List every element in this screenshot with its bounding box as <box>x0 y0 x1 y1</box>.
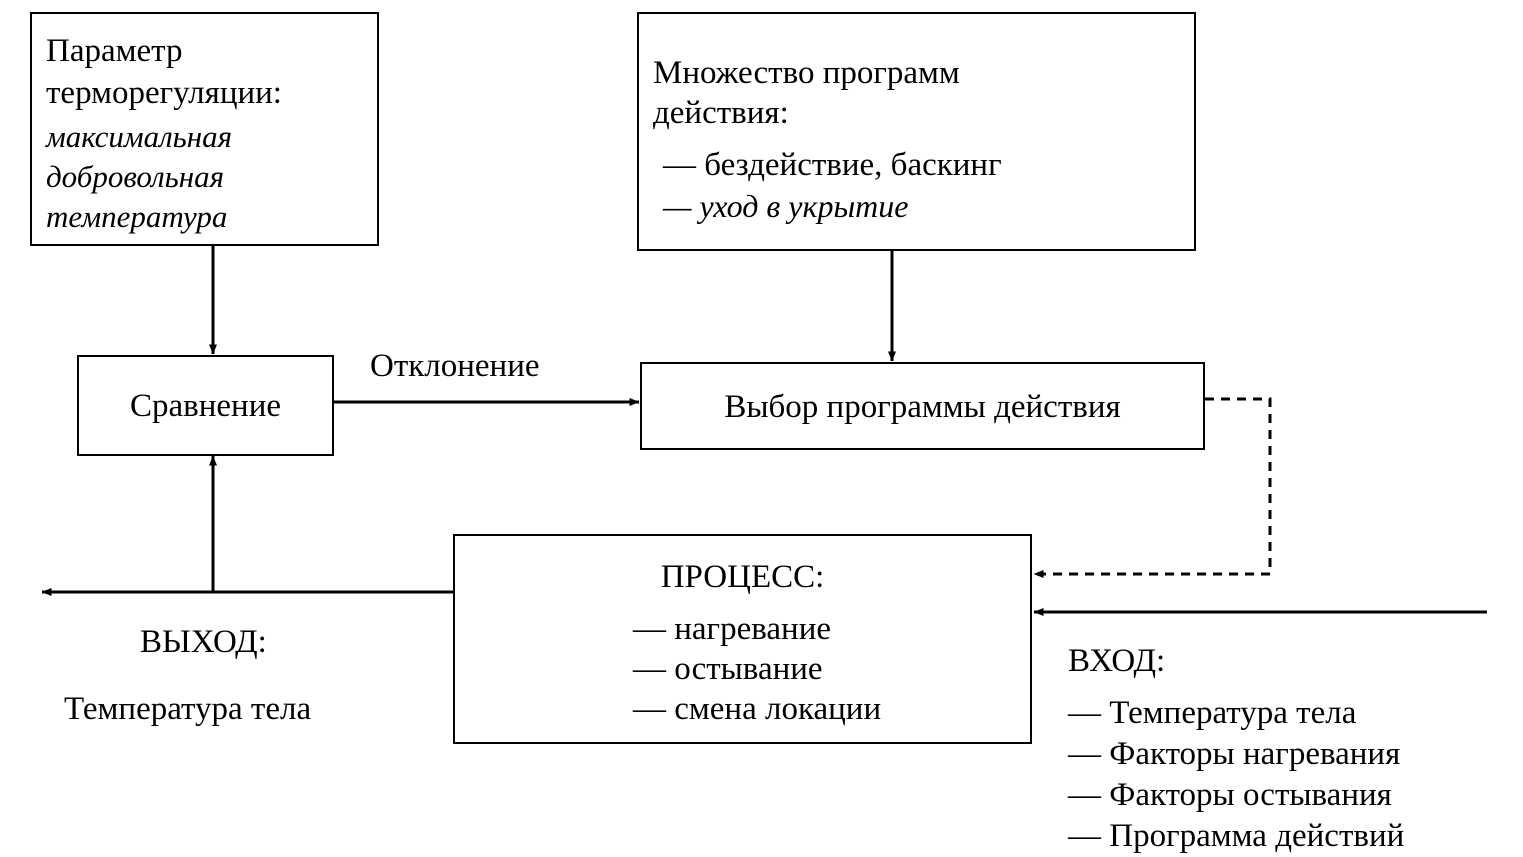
parameter-heading-line2: терморегуляции: <box>46 75 282 111</box>
parameter-italic-line2: добровольная <box>46 159 225 194</box>
label-output-value: Температура тела <box>64 691 312 727</box>
label-input-item-1: — Температура тела <box>1068 695 1357 731</box>
parameter-heading-line1: Параметр <box>46 33 183 69</box>
programs-heading-line1: Множество программ <box>653 55 960 91</box>
process-item-3: — смена локации <box>633 691 882 727</box>
programs-heading-line2: действия: <box>653 95 789 131</box>
parameter-italic-line3: температура <box>46 199 228 234</box>
parameter-italic-line1: максимальная <box>46 119 233 154</box>
programs-item-2: — уход в укрытие <box>663 188 909 224</box>
box-process: ПРОЦЕСС: — нагревание — остывание — смен… <box>453 534 1032 744</box>
label-input-item-2: — Факторы нагревания <box>1068 736 1401 772</box>
label-input-item-4: — Программа действий <box>1068 818 1405 854</box>
label-deviation: Отклонение <box>370 348 540 384</box>
box-action-programs-set: Множество программ действия: — бездейств… <box>637 12 1196 251</box>
label-input-item-3: — Факторы остывания <box>1068 777 1392 813</box>
label-output-heading: ВЫХОД: <box>140 624 267 660</box>
process-item-2: — остывание <box>633 651 823 687</box>
process-heading: ПРОЦЕСС: <box>660 559 825 595</box>
box-comparison: Сравнение <box>77 355 334 456</box>
box-action-program-selection: Выбор программы действия <box>640 362 1205 450</box>
box-thermoregulation-parameter: Параметр терморегуляции: максимальная до… <box>30 12 379 246</box>
process-item-1: — нагревание <box>633 611 831 647</box>
programs-item-1: — бездействие, баскинг <box>663 147 1002 183</box>
label-input-heading: ВХОД: <box>1068 643 1166 679</box>
comparison-label: Сравнение <box>129 388 281 424</box>
selection-label: Выбор программы действия <box>724 389 1121 425</box>
